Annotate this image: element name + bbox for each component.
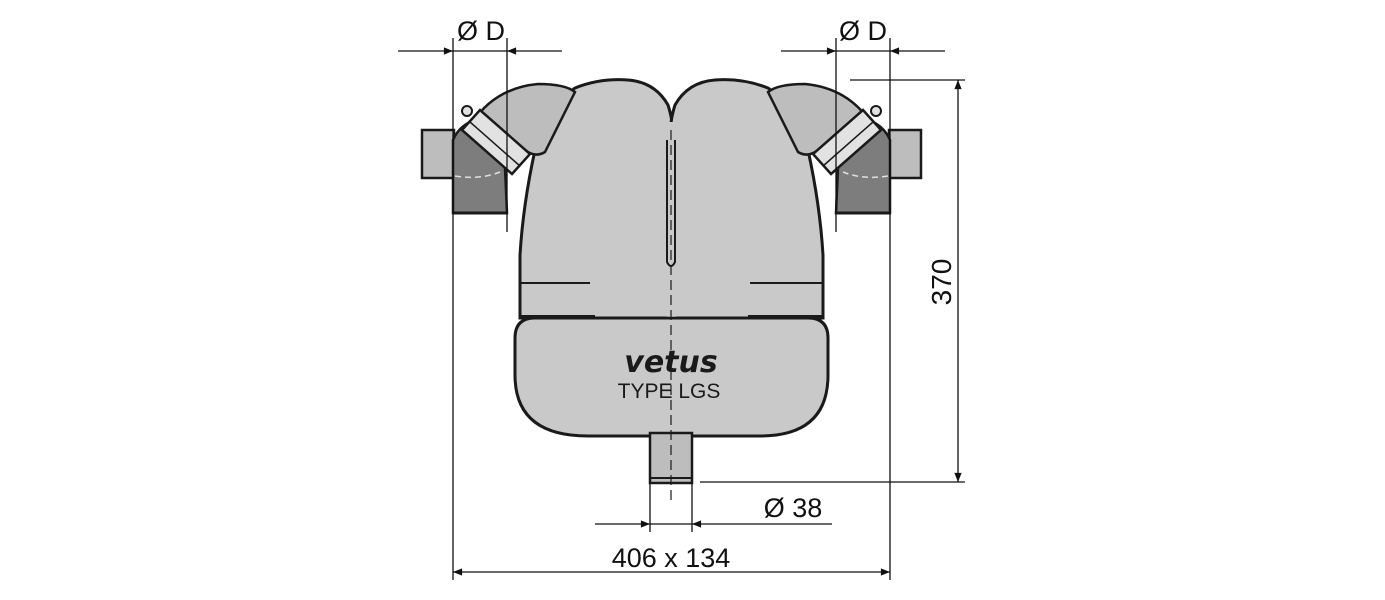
height-label: 370 [926, 259, 957, 306]
left-inlet-elbow [420, 82, 577, 215]
upper-right-lobe [669, 78, 825, 320]
silencer-body [513, 78, 830, 438]
upper-left-lobe [518, 78, 674, 320]
body-ribs [520, 282, 823, 317]
inlet-diameter-right-label: Ø D [839, 16, 887, 46]
dimension-lines [398, 38, 965, 580]
drain-diameter-label: Ø 38 [764, 493, 823, 523]
model-label: TYPE LGS [618, 380, 721, 403]
brand-logo: vetus [624, 345, 717, 380]
right-inlet-elbow [766, 82, 923, 215]
inlet-diameter-left-label: Ø D [457, 16, 505, 46]
bottom-drain-pipe [648, 431, 694, 485]
overall-size-label: 406 x 134 [612, 543, 731, 573]
